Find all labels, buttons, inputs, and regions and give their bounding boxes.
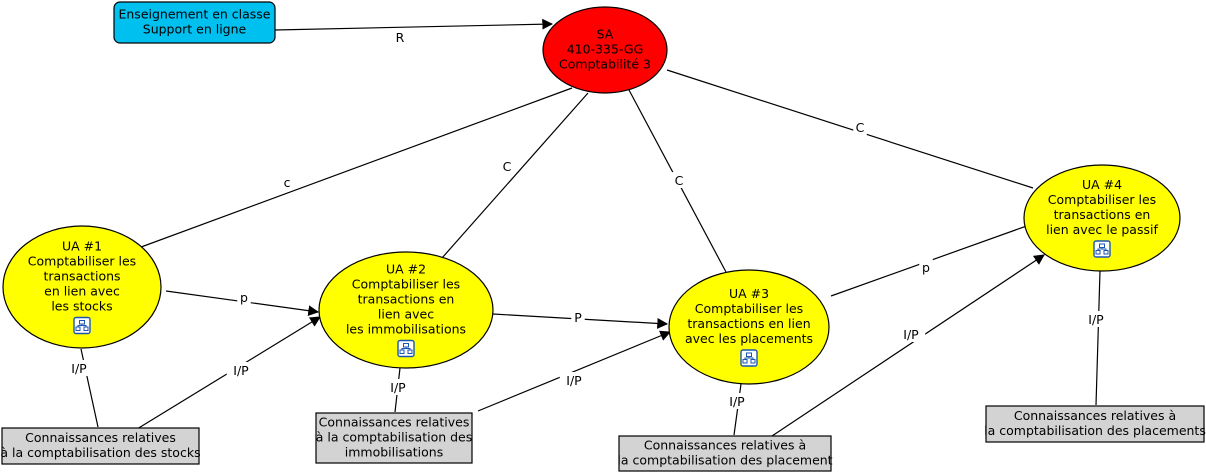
node-label-line: transactions en lien bbox=[687, 316, 810, 331]
node-label-line: transactions en bbox=[358, 292, 455, 307]
node-shape bbox=[1, 427, 200, 465]
edge-label-text: I/P bbox=[1088, 312, 1104, 327]
edge-label-text: C bbox=[856, 120, 865, 135]
node-label-line: lien avec le passif bbox=[1046, 222, 1158, 237]
node-label-line: avec les placements bbox=[685, 331, 813, 346]
edge-label-text: c bbox=[284, 175, 291, 190]
edge-label-text: I/P bbox=[566, 373, 582, 388]
node-label-line: les stocks bbox=[51, 299, 112, 314]
edge-label-text: p bbox=[240, 290, 248, 305]
node-label-line: immobilisations bbox=[345, 445, 443, 460]
edge-label-text: C bbox=[675, 173, 684, 188]
node-label-line: Comptabilité 3 bbox=[559, 57, 651, 72]
node-shape bbox=[113, 1, 276, 44]
edge-label-ua3-ua4: p bbox=[919, 259, 933, 275]
edge-ua3-ua4 bbox=[830, 221, 1037, 297]
node-label-line: UA #2 bbox=[386, 262, 426, 277]
node-label-line: Connaissances relatives à bbox=[1014, 408, 1176, 423]
edge-label-k1-ua2: I/P bbox=[226, 362, 256, 378]
edge-k4-ua4 bbox=[1095, 270, 1101, 406]
node-shape bbox=[668, 269, 830, 385]
edge-label-text: I/P bbox=[71, 361, 87, 376]
edge-label-ua1-ua2: p bbox=[237, 289, 251, 305]
node-label-line: transactions bbox=[43, 269, 120, 284]
edge-label-k4-ua4: I/P bbox=[1081, 311, 1111, 327]
node-shape bbox=[542, 6, 668, 94]
edge-k3-ua4 bbox=[771, 254, 1045, 437]
node-label-line: à la comptabilisation des stocks bbox=[0, 445, 200, 460]
node-label-line: transactions en bbox=[1054, 207, 1151, 222]
edge-label-ua4-sa: C bbox=[853, 119, 867, 135]
edge-label-text: I/P bbox=[903, 327, 919, 342]
concept-map-icon[interactable] bbox=[1093, 240, 1111, 258]
node-label-line: 410-335-GG bbox=[567, 42, 644, 57]
node-label-line: Connaissances relatives bbox=[25, 430, 176, 445]
node-label-line: UA #1 bbox=[62, 239, 102, 254]
node-label-line: SA bbox=[597, 27, 614, 42]
edge-label-delivery-sa: R bbox=[393, 29, 407, 45]
edge-k2-ua3 bbox=[477, 330, 671, 412]
edge-label-k1-ua1: I/P bbox=[64, 360, 94, 376]
node-shape bbox=[985, 405, 1205, 443]
node-shape bbox=[318, 251, 494, 369]
edge-label-k3-ua4: I/P bbox=[896, 326, 926, 342]
edge-label-text: I/P bbox=[390, 380, 406, 395]
edges-layer bbox=[80, 18, 1101, 437]
node-label-line: UA #4 bbox=[1082, 177, 1122, 192]
edge-delivery-sa bbox=[274, 18, 554, 31]
concept-map-icon[interactable] bbox=[397, 339, 415, 358]
node-label-line: à la comptabilisation des bbox=[316, 430, 473, 445]
concept-map-icon[interactable] bbox=[73, 316, 91, 335]
edge-label-text: I/P bbox=[233, 363, 249, 378]
edge-label-text: C bbox=[503, 159, 512, 174]
edge-label-text: p bbox=[922, 260, 930, 275]
concept-map-icon[interactable] bbox=[740, 349, 758, 367]
node-shape bbox=[1023, 164, 1181, 272]
node-k4[interactable]: Connaissances relatives àla comptabilisa… bbox=[984, 405, 1206, 443]
edge-label-text: P bbox=[574, 310, 582, 325]
node-label-line: la comptabilisation des placements bbox=[984, 423, 1206, 438]
edge-label-text: R bbox=[396, 30, 405, 45]
edge-ua4-sa bbox=[666, 69, 1034, 189]
edge-label-k3-ua3: I/P bbox=[722, 393, 752, 409]
node-label-line: Comptabiliser les bbox=[352, 277, 460, 292]
node-label-line: Connaissances relatives bbox=[319, 415, 470, 430]
edge-label-ua1-sa: c bbox=[280, 174, 294, 190]
node-shape bbox=[2, 225, 162, 349]
node-label-line: les immobilisations bbox=[346, 322, 466, 337]
edge-label-ua2-sa: C bbox=[500, 158, 514, 174]
node-label-line: Connaissances relatives à bbox=[644, 438, 806, 453]
edge-label-k2-ua2: I/P bbox=[383, 379, 413, 395]
node-shape bbox=[315, 412, 473, 464]
node-label-line: Comptabiliser les bbox=[1048, 192, 1156, 207]
edge-ua2-sa bbox=[441, 92, 589, 259]
node-shape bbox=[618, 435, 832, 472]
node-label-line: Comptabiliser les bbox=[695, 301, 803, 316]
node-k3[interactable]: Connaissances relatives àla comptabilisa… bbox=[617, 435, 833, 472]
edge-label-ua3-sa: C bbox=[672, 172, 686, 188]
node-label-line: Enseignement en classe bbox=[118, 7, 270, 22]
node-label-line: la comptabilisation des placement bbox=[617, 453, 832, 468]
node-label-line: Support en ligne bbox=[143, 22, 247, 37]
edge-k3-ua3 bbox=[733, 383, 742, 436]
edge-label-ua2-ua3: P bbox=[571, 309, 585, 325]
edge-label-text: I/P bbox=[729, 394, 745, 409]
node-label-line: lien avec bbox=[378, 307, 434, 322]
node-label-line: Comptabiliser les bbox=[28, 254, 136, 269]
edge-label-k2-ua3: I/P bbox=[559, 372, 589, 388]
edge-ua1-sa bbox=[132, 87, 573, 251]
node-label-line: en lien avec bbox=[44, 284, 120, 299]
node-label-line: UA #3 bbox=[729, 286, 769, 301]
